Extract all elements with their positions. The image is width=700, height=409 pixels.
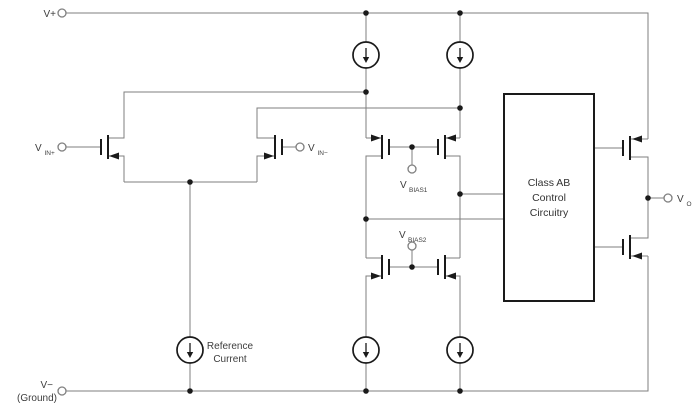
vinminus-label-sub: IN−: [318, 150, 329, 157]
transistor-cascode-bottom-right: [437, 255, 456, 280]
m1-source-wire: [108, 155, 125, 182]
class-ab-label-line2: Control: [532, 192, 566, 204]
source-arrow: [264, 152, 274, 160]
current-source-top-left-symbol: [352, 41, 380, 69]
vbias1-terminal: [407, 164, 417, 174]
vinplus-terminal: [57, 142, 67, 152]
vbias2-label-sub: BIAS2: [408, 237, 427, 244]
junction-dots: [187, 10, 651, 394]
vminus-rail: [66, 256, 649, 392]
m4-drain-wire: [445, 155, 461, 258]
reference-current-source-symbol: [176, 336, 204, 364]
vinplus-label-sub: IN+: [45, 150, 56, 157]
current-source-top-right-symbol: [446, 41, 474, 69]
transistor-input-minus: [264, 135, 283, 160]
vbias2-label: V: [399, 230, 406, 241]
vinminus-label: V: [308, 143, 315, 154]
transistor-cascode-bottom-left: [371, 255, 390, 280]
reference-current-label-line1: Reference: [207, 341, 254, 352]
vinminus-terminal: [295, 142, 305, 152]
source-arrow: [371, 272, 381, 280]
source-arrow: [371, 134, 381, 142]
vout-terminal: [663, 193, 673, 203]
vbias1-label-sub: BIAS1: [409, 187, 428, 194]
m5-source-wire: [365, 275, 382, 337]
source-arrow: [446, 134, 456, 142]
transistor-output-top: [622, 135, 642, 160]
source-arrow: [446, 272, 456, 280]
class-ab-block: Class AB Control Circuitry: [503, 93, 595, 302]
vout-label-sub: O: [687, 201, 692, 208]
transistor-cascode-top-left: [371, 134, 390, 159]
labels: V+ V IN+ V IN− V BIAS1 V BIAS2 V O Refer…: [17, 9, 692, 404]
source-arrow: [632, 252, 642, 260]
m6-source-wire: [445, 275, 461, 337]
transistor-cascode-top-right: [437, 134, 456, 159]
reference-current-label-line2: Current: [213, 354, 247, 365]
transistor-input-plus: [100, 135, 119, 160]
vplus-rail: [66, 12, 649, 139]
class-ab-label-line1: Class AB: [528, 177, 571, 189]
m7-drain-wire: [630, 156, 649, 198]
ground-label: (Ground): [17, 393, 57, 404]
terminal-circles: [57, 8, 673, 396]
vplus-label: V+: [43, 9, 56, 20]
m2-drain-wire: [256, 107, 460, 139]
vout-label: V: [677, 194, 684, 205]
transistor-output-bottom: [622, 235, 642, 260]
vinplus-label: V: [35, 143, 42, 154]
m1-drain-wire: [108, 91, 366, 139]
source-arrow: [632, 135, 642, 143]
m3-drain-wire: [365, 155, 382, 258]
vbias2-terminal: [407, 241, 417, 251]
vplus-terminal: [57, 8, 67, 18]
vbias1-label: V: [400, 180, 407, 191]
m8-drain-wire: [630, 198, 649, 239]
current-source-bottom-right-symbol: [446, 336, 474, 364]
source-arrow: [109, 152, 119, 160]
current-source-bottom-middle-symbol: [352, 336, 380, 364]
class-ab-label-line3: Circuitry: [530, 207, 569, 219]
vminus-label: V−: [40, 380, 53, 391]
vminus-terminal: [57, 386, 67, 396]
wires: [66, 12, 664, 392]
m2-source-wire: [256, 155, 275, 182]
